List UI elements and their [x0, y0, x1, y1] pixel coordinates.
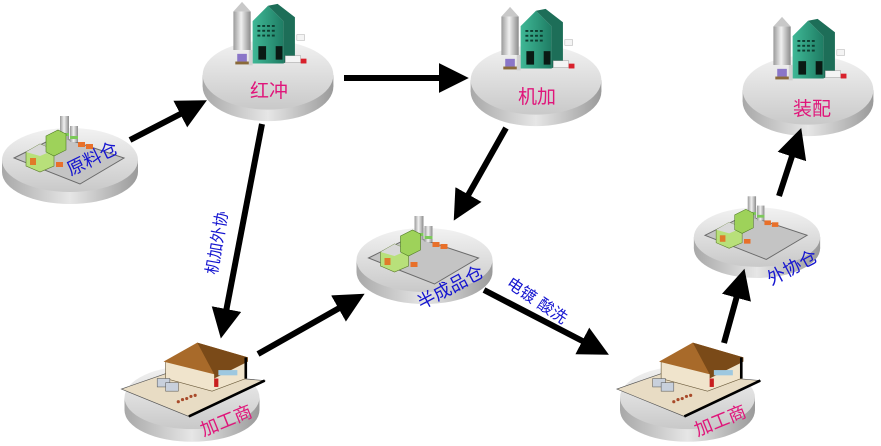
arrow-raw-to-hongchong	[128, 100, 207, 143]
arrow-vendor1-to-semi	[256, 293, 365, 357]
arrow-hongchong-to-vendor1	[211, 123, 265, 339]
arrow-semi-to-vendor2	[482, 287, 609, 355]
label-hongchong: 红冲	[250, 80, 289, 102]
label-jijia: 机加	[518, 86, 557, 108]
arrow-vendor2-to-outsource	[721, 268, 751, 344]
vendor-building-icon	[615, 341, 762, 444]
node-hongchong[interactable]	[202, 1, 334, 122]
node-vendor-2[interactable]	[615, 341, 762, 444]
factory-icon	[202, 1, 334, 122]
arrow-jijia-to-semi	[453, 126, 509, 221]
label-zhuangpei: 装配	[793, 98, 832, 120]
arrow-outsource-to-zhuangpei	[776, 128, 807, 197]
